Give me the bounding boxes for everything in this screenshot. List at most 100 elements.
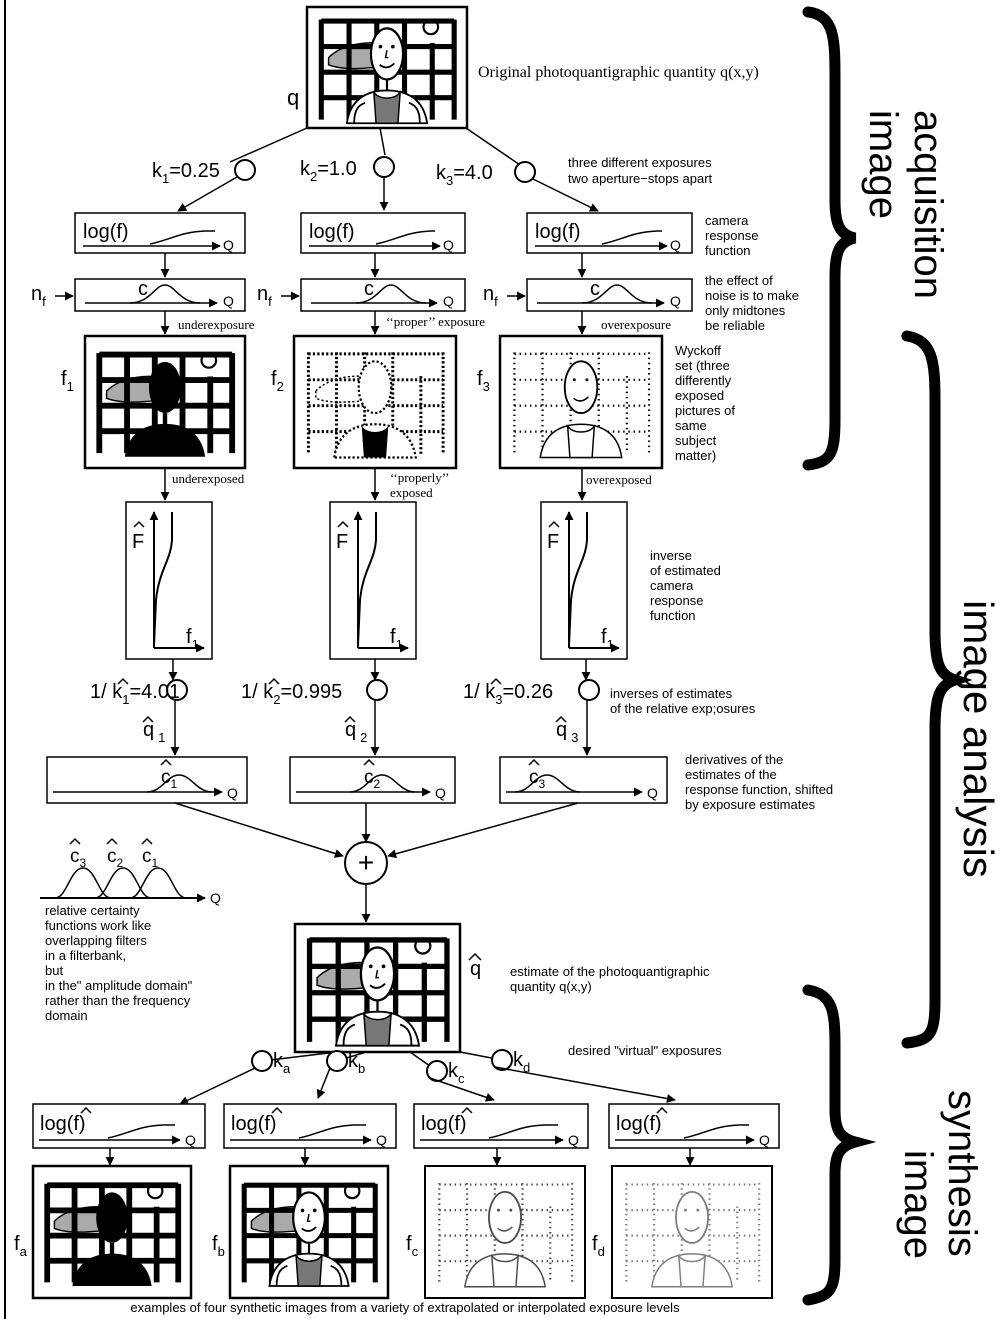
svg-text:c3: c3 [70,846,87,870]
exposure-node-3: k3=4.0 [436,161,536,188]
inverse-response-box-1: Ff1 [125,501,213,681]
inverse-note: inverse of estimated camera response fun… [650,548,724,623]
overexposed-label: overexposed [586,472,652,487]
wyckoff-image-1 [83,334,247,470]
svg-text:q2: q2 [345,719,367,745]
synthesis-response-box-d: log(f) Q [608,1103,780,1166]
fa-label: fa [14,1233,28,1259]
wyckoff-image-2 [292,334,458,470]
svg-text:log(f): log(f) [535,221,581,243]
svg-text:log(f): log(f) [83,221,129,243]
exposure-node-1: k1=0.25 [152,159,256,186]
original-image [305,5,469,130]
svg-text:c1: c1 [142,846,159,870]
synthetic-image-d [611,1165,773,1299]
svg-text:+: + [358,847,374,878]
svg-text:1/ k3=0.26: 1/ k3=0.26 [463,681,553,707]
label-image-acquisition: image acquisition [861,110,950,299]
certainty-box-1: c1Q [46,756,248,804]
certainty-box-2: c2Q [289,756,456,804]
proper-exposure-label: ‘‘proper’’ exposure [386,314,485,329]
label-image-synthesis: image synthesis [896,1090,984,1270]
properly-exposed-label: ‘‘properly’’ exposed [390,470,452,500]
svg-text:k3=4.0: k3=4.0 [436,162,493,188]
svg-text:1/ k2=0.995: 1/ k2=0.995 [241,681,342,707]
svg-text:Q: Q [223,293,234,309]
svg-text:ka: ka [273,1050,291,1076]
svg-text:q: q [470,958,481,980]
svg-text:Q: Q [670,237,681,253]
svg-text:1/ k1=4.01: 1/ k1=4.01 [90,681,180,707]
synthetic-image-b [228,1164,390,1300]
svg-text:k1=0.25: k1=0.25 [152,160,220,186]
q-label: q [287,85,299,110]
inverse-response-box-3: Ff1 [540,501,628,681]
svg-text:F: F [547,531,559,553]
svg-text:nf: nf [483,283,498,309]
fc-label: fc [406,1233,419,1259]
svg-text:k2=1.0: k2=1.0 [300,158,357,184]
fd-label: fd [592,1233,605,1259]
svg-text:q3: q3 [556,719,578,745]
synthesis-response-box-c: log(f)Q [413,1103,589,1166]
inverse-response-box-2: Ff1 [329,501,417,681]
svg-text:Q: Q [435,785,446,801]
synthesis-response-box-b: log(f)Q [223,1103,397,1166]
svg-text:log(f): log(f) [40,1113,86,1135]
synthesis-response-box-a: log(f) Q [32,1103,206,1166]
certainty-note: derivatives of the estimates of the resp… [685,752,837,812]
virtual-node-c: kc [426,1060,495,1102]
filterbank-note: relative certainty functions work like o… [45,903,196,1023]
f1-label: f1 [61,368,74,394]
camera-response-note: camera response function [705,213,762,258]
estimate-image [293,922,462,1054]
arrows-k-to-response [177,176,599,212]
split-lines [229,127,521,166]
f3-label: f3 [477,368,490,394]
svg-text:Q: Q [210,890,221,906]
bottom-caption: examples of four synthetic images from a… [130,1300,680,1315]
svg-text:Q: Q [670,293,681,309]
svg-text:Q: Q [376,1132,387,1148]
noise-note: the effect of noise is to make only midt… [705,273,803,333]
underexposure-label: underexposure [178,317,255,332]
svg-text:kc: kc [448,1060,465,1086]
virtual-node-a: ka [179,1050,291,1105]
inverse-estimates-note: inverses of estimates of the relative ex… [610,686,756,716]
svg-text:c: c [364,278,374,300]
certainty-box-3: c3Q [499,756,668,804]
svg-text:log(f): log(f) [309,221,355,243]
svg-text:Q: Q [443,293,454,309]
svg-text:Q: Q [759,1132,770,1148]
exposure-node-2: k2=1.0 [300,156,395,184]
svg-text:nf: nf [31,283,46,309]
f2-label: f2 [271,368,284,394]
svg-text:nf: nf [257,283,272,309]
overexposure-label: overexposure [601,317,671,332]
virtual-note: desired "virtual" exposures [568,1043,722,1058]
fb-label: fb [212,1233,225,1259]
q-hat-label: q [468,952,482,980]
svg-text:c: c [590,278,600,300]
inverse-response-boxes: Ff1 Ff1 Ff1 [125,501,628,681]
lines-to-sum [174,802,579,923]
svg-text:Q: Q [185,1132,196,1148]
wyckoff-image-3 [498,334,664,470]
svg-text:q1: q1 [143,719,165,745]
synthetic-image-a [31,1164,193,1300]
svg-text:kb: kb [348,1050,365,1076]
underexposed-label: underexposed [172,471,245,486]
svg-text:log(f): log(f) [616,1113,662,1135]
synthetic-image-c [424,1165,586,1299]
brace-analysis [901,330,973,1049]
